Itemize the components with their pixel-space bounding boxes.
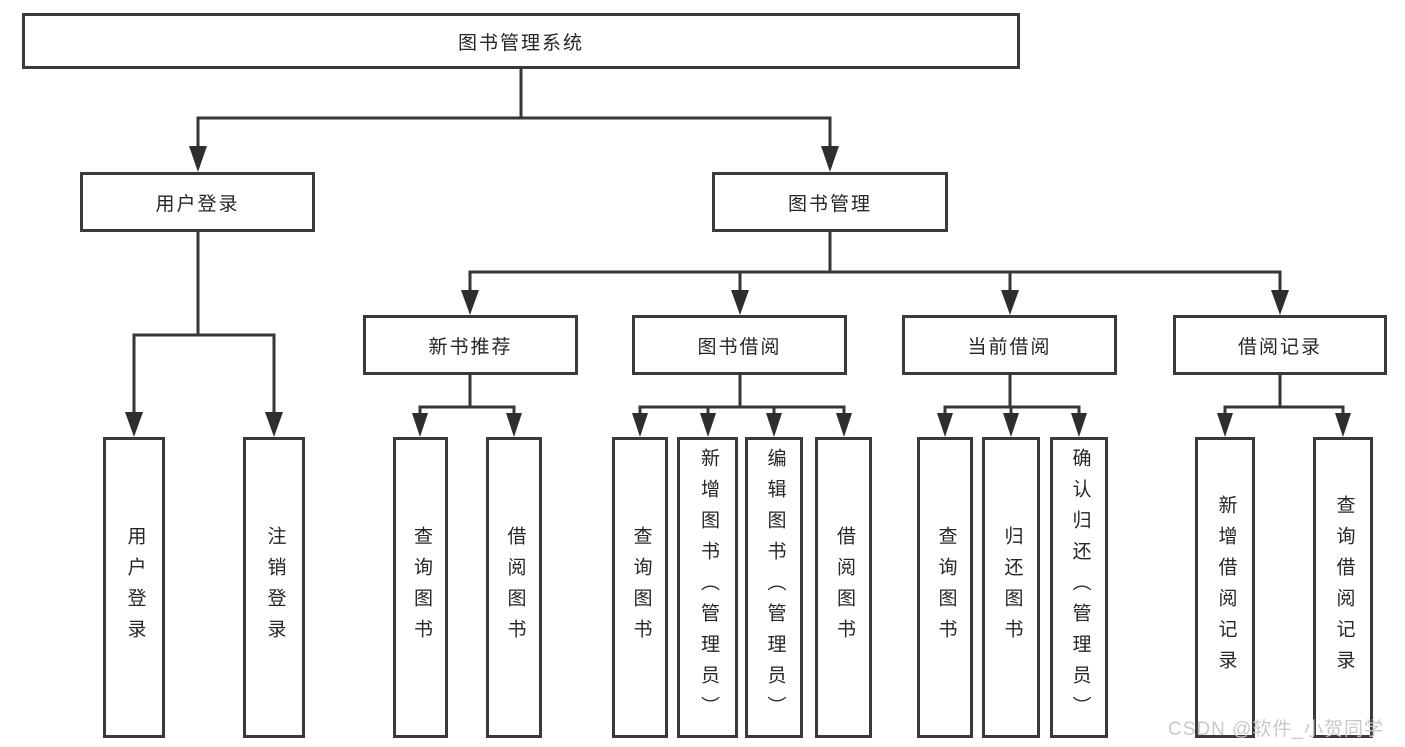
leaf-return-books: 归还图书 [982,437,1040,738]
arrow-down-icon [937,413,953,437]
arrow-down-icon [1217,413,1233,437]
connector-user-login-children [125,229,283,437]
leaf-borrow-books-borrowing: 借阅图书 [815,437,872,738]
node-label: 新增借阅记录 [1215,494,1237,681]
node-label: 查询图书 [410,525,432,650]
node-library-management-system: 图书管理系统 [22,13,1020,69]
arrow-down-icon [1003,413,1019,437]
arrow-down-icon [1271,290,1289,315]
node-label: 编辑图书（管理员） [764,448,786,727]
arrow-down-icon [836,413,852,437]
arrow-down-icon [1071,413,1087,437]
node-label: 用户登录 [124,525,146,650]
leaf-query-books-current: 查询图书 [917,437,973,738]
node-label: 图书管理 [787,193,872,215]
arrow-down-icon [1335,413,1351,437]
arrow-down-icon [700,413,716,437]
leaf-query-books-recommend: 查询图书 [393,437,448,738]
arrow-down-icon [265,412,283,437]
node-new-book-recommendation: 新书推荐 [363,315,578,375]
node-label: 图书借阅 [697,336,782,358]
arrow-down-icon [461,290,479,315]
watermark: CSDN @软件_小贺同学 [1168,719,1384,740]
leaf-borrow-books-recommend: 借阅图书 [486,437,542,738]
node-label: 确认归还（管理员） [1069,448,1091,727]
leaf-logout: 注销登录 [243,437,305,738]
node-label: 查询图书 [630,525,652,650]
arrow-down-icon [1001,290,1019,315]
connector-current-borrowing-children [937,372,1087,437]
arrow-down-icon [821,146,839,172]
arrow-down-icon [731,290,749,315]
node-label: 新增图书（管理员） [697,448,719,727]
arrow-down-icon [125,412,143,437]
arrow-down-icon [506,413,522,437]
node-borrowing-records: 借阅记录 [1173,315,1387,375]
node-current-borrowing: 当前借阅 [902,315,1117,375]
leaf-user-login: 用户登录 [103,437,165,738]
node-label: 借阅记录 [1237,336,1322,358]
leaf-add-borrow-record: 新增借阅记录 [1195,437,1255,738]
node-user-login: 用户登录 [80,172,315,232]
connector-records-children [1217,372,1351,437]
node-book-management: 图书管理 [712,172,948,232]
node-label: 新书推荐 [428,336,513,358]
arrow-down-icon [632,413,648,437]
node-label: 借阅图书 [833,525,855,650]
arrow-down-icon [766,413,782,437]
node-label: 借阅图书 [504,525,526,650]
node-book-borrowing: 图书借阅 [632,315,847,375]
node-label: 查询借阅记录 [1333,494,1355,681]
leaf-add-books-admin: 新增图书（管理员） [677,437,738,738]
node-label: 查询图书 [935,525,957,650]
arrow-down-icon [412,413,428,437]
node-label: 当前借阅 [967,336,1052,358]
node-label: 归还图书 [1001,525,1023,650]
node-label: 用户登录 [155,193,240,215]
leaf-query-books-borrowing: 查询图书 [612,437,668,738]
leaf-edit-books-admin: 编辑图书（管理员） [745,437,803,738]
connector-book-management-children [461,229,1289,315]
connector-recommendation-children [412,372,522,437]
arrow-down-icon [189,146,207,172]
node-label: 注销登录 [264,525,286,650]
connector-borrowing-children [632,372,852,437]
connector-root-to-level1 [189,66,839,172]
leaf-query-borrow-record: 查询借阅记录 [1313,437,1373,738]
node-label: 图书管理系统 [457,32,584,54]
leaf-confirm-return-admin: 确认归还（管理员） [1050,437,1108,738]
